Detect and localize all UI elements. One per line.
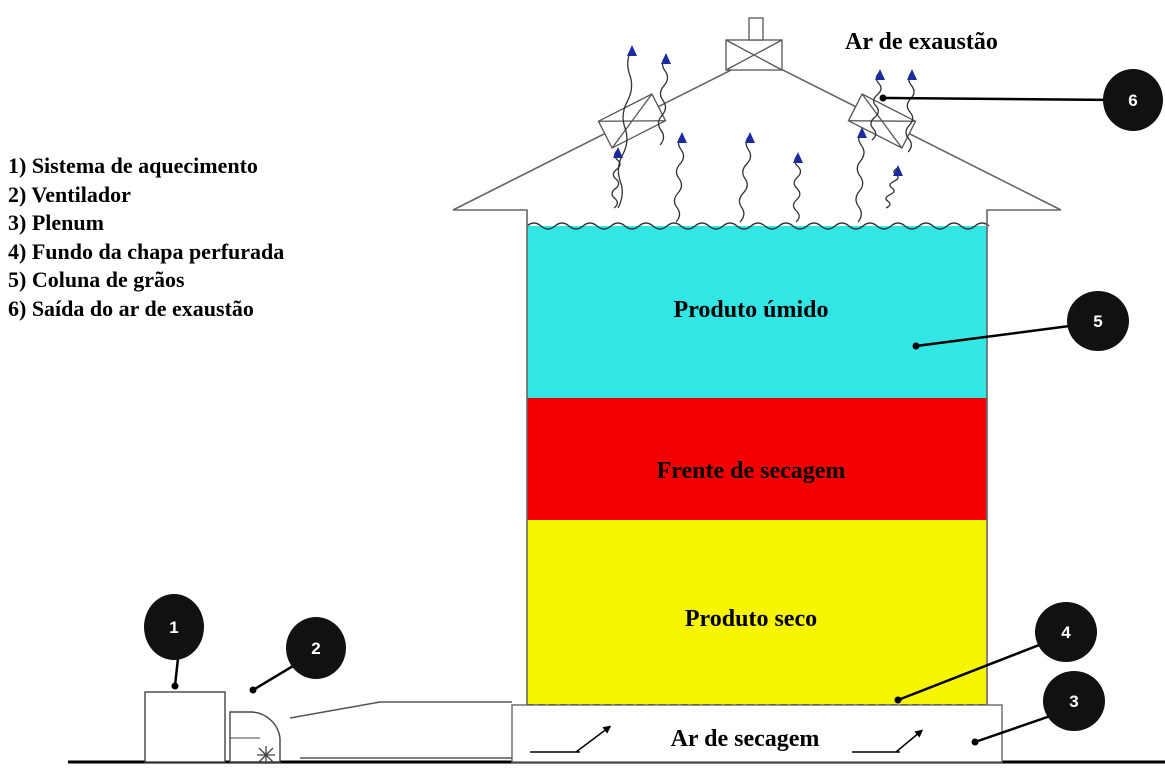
callout-leaders (173, 96, 1119, 744)
air-arrowhead-5 (745, 132, 755, 143)
air-wave-6 (792, 154, 802, 223)
callout-6-number: 6 (1128, 91, 1137, 110)
drying-air-label: Ar de secagem (671, 726, 820, 752)
air-arrowhead-1 (627, 45, 637, 56)
dry-product-label: Produto seco (685, 606, 817, 632)
drying-air-arrows (530, 725, 924, 753)
callout-2: 2 (286, 617, 346, 679)
air-wave-8 (870, 71, 882, 141)
heating-system (144, 691, 226, 763)
callout-4: 4 (1035, 602, 1097, 662)
air-arrowhead-3 (613, 147, 623, 158)
exhaust-air-arrows (611, 45, 917, 223)
air-wave-3 (611, 149, 621, 209)
legend-item-plenum: 3) Plenum (8, 210, 104, 235)
air-arrowhead-4 (677, 132, 687, 143)
legend-item-fan: 2) Ventilador (8, 181, 131, 207)
wet-product-label: Produto úmido (674, 297, 829, 323)
air-duct (289, 701, 512, 759)
legend-item-heating: 1) Sistema de aquecimento (8, 153, 258, 178)
dry-product-layer (527, 520, 987, 705)
air-wave-5 (738, 134, 752, 223)
fan (229, 711, 281, 764)
callout-1: 1 (144, 594, 204, 660)
air-arrowhead-10 (893, 165, 903, 176)
air-arrowhead-6 (793, 152, 803, 163)
air-arrowhead-2 (661, 53, 671, 64)
drying-front-label: Frente de secagem (657, 458, 846, 484)
legend-item-perforated-floor: 4) Fundo da chapa perfurada (8, 238, 285, 264)
callout-5-number: 5 (1093, 312, 1102, 331)
wet-product-layer (527, 226, 987, 398)
callout-5: 5 (1067, 291, 1129, 351)
air-wave-2 (657, 55, 669, 146)
air-wave-4 (673, 134, 685, 223)
callout-dots (171, 94, 979, 746)
legend-item-exhaust-outlet: 6) Saída do ar de exaustão (8, 295, 254, 321)
air-arrowhead-7 (857, 127, 867, 138)
air-wave-7 (855, 129, 865, 223)
drying-front-layer (527, 398, 987, 520)
component-legend: 1) Sistema de aquecimento 2) Ventilador … (8, 152, 284, 323)
callout-1-number: 1 (169, 618, 178, 637)
grain-surface-wave (526, 222, 990, 230)
air-wave-1 (617, 47, 633, 209)
callout-3-number: 3 (1069, 692, 1078, 711)
air-arrowhead-8 (875, 69, 885, 80)
callout-6: 6 (1103, 69, 1163, 131)
air-arrowhead-9 (907, 69, 917, 80)
legend-item-grain-column: 5) Coluna de grãos (8, 267, 185, 292)
air-wave-9 (905, 71, 915, 153)
roof-vents (597, 17, 917, 149)
exhaust-air-label: Ar de exaustão (845, 29, 998, 55)
callout-3: 3 (1043, 671, 1105, 731)
callout-4-number: 4 (1061, 623, 1071, 642)
callout-2-number: 2 (311, 639, 320, 658)
